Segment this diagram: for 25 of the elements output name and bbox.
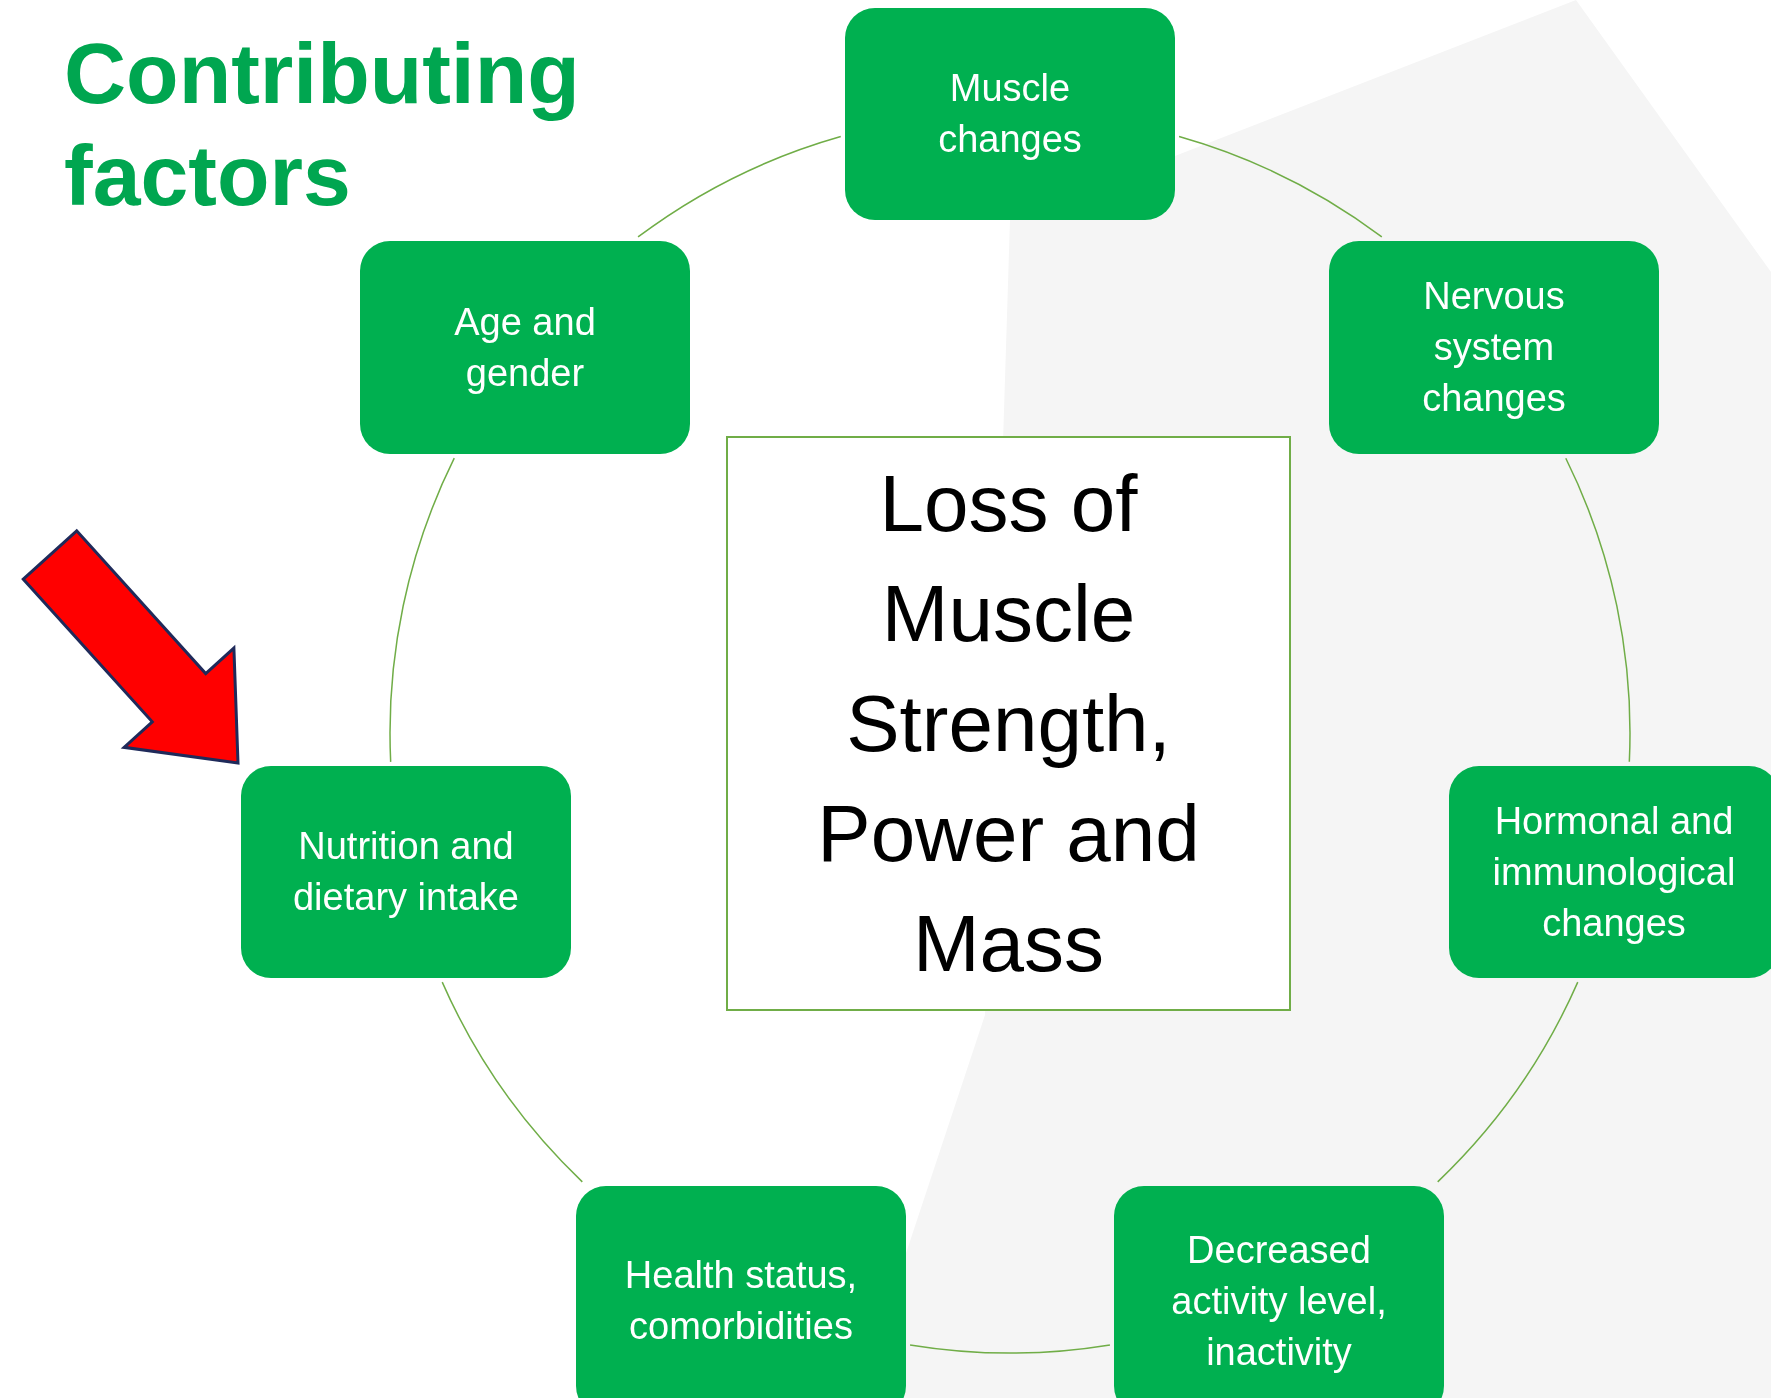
factor-label: Decreased activity level, inactivity	[1170, 1227, 1388, 1375]
factor-box	[1449, 766, 1771, 978]
central-box	[726, 436, 1291, 1011]
factor-box	[576, 1186, 906, 1398]
central-text: Loss of Muscle Strength, Power and Mass	[816, 457, 1201, 990]
connector-arc	[1178, 135, 1383, 238]
factor-label: Nervous system changes	[1421, 274, 1567, 421]
factor-label: Hormonal and immunological changes	[1491, 798, 1737, 946]
title: Contributing factors	[64, 24, 581, 225]
factor-box	[360, 241, 690, 454]
connector-arc	[1565, 457, 1631, 763]
connector-arc	[441, 981, 584, 1183]
connector-arc	[389, 457, 455, 763]
connector-arc	[909, 1344, 1111, 1354]
connector-arc	[1436, 981, 1579, 1183]
factor-label: Age and gender	[453, 299, 597, 396]
factor-label: Muscle changes	[937, 66, 1083, 162]
factor-label: Nutrition and dietary intake	[292, 824, 520, 920]
connector-arc	[637, 135, 842, 238]
factor-box	[845, 8, 1175, 220]
factor-box	[241, 766, 571, 978]
factor-label: Health status, comorbidities	[623, 1253, 859, 1349]
factor-box	[1114, 1186, 1444, 1398]
factor-box	[1329, 241, 1659, 454]
arrow	[21, 528, 240, 765]
